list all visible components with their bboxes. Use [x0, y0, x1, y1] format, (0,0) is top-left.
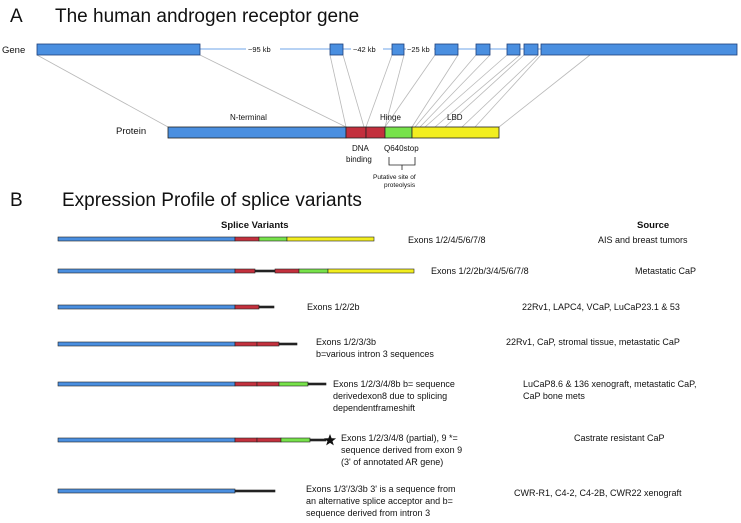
variant-3-source: 22Rv1, LAPC4, VCaP, LuCaP23.1 & 53: [522, 302, 680, 312]
variant-5-exons-1: Exons 1/2/3/4/8b b= sequence: [333, 379, 455, 389]
variant-1-exons: Exons 1/2/4/5/6/7/8: [408, 235, 486, 245]
hinge-label: Hinge: [380, 113, 401, 122]
exon-5: [475, 43, 491, 56]
variant-7-exons-1: Exons 1/3'/3/3b 3' is a sequence from: [306, 484, 456, 494]
variant-7-exons-3: sequence derived from intron 3: [306, 508, 430, 518]
domain-lbd: [411, 126, 500, 139]
intron-label-1: ~95 kb: [248, 45, 271, 54]
variant-5-exons-3: dependentframeshift: [333, 403, 416, 413]
intron-label-3: ~25 kb: [407, 45, 430, 54]
protein-label: Protein: [116, 126, 146, 137]
proteolysis-label-2: proteolysis: [384, 182, 416, 189]
variant-6-exons-2: sequence derived from exon 9: [341, 445, 462, 455]
proteolysis-label-1: Putative site of: [373, 174, 416, 181]
exon-7: [523, 43, 539, 56]
exon-6: [506, 43, 521, 56]
domain-hinge: [384, 126, 413, 139]
variant-6-exons-3: (3' of annotated AR gene): [341, 457, 443, 467]
n-terminal-label: N-terminal: [230, 113, 267, 122]
domain-n-terminal: [167, 126, 347, 139]
variant-3-bar: [57, 304, 275, 310]
exon-9-star-icon: [323, 434, 337, 446]
domain-dna-binding-b: [365, 126, 386, 139]
variant-6-source: Castrate resistant CaP: [574, 433, 665, 443]
variant-7-bar: [57, 488, 276, 494]
dna-binding-label-2: binding: [346, 155, 372, 164]
exon-3: [391, 43, 405, 56]
variant-3-exons: Exons 1/2/2b: [307, 302, 360, 312]
panel-b-letter: B: [10, 190, 23, 211]
variant-2-bar: [57, 268, 415, 274]
variant-5-source-2: CaP bone mets: [523, 391, 585, 401]
lbd-label: LBD: [447, 113, 463, 122]
variant-7-source: CWR-R1, C4-2, C4-2B, CWR22 xenograft: [514, 488, 682, 498]
exon-2: [329, 43, 344, 56]
exon-1: [36, 43, 201, 56]
variant-1-bar: [57, 236, 375, 242]
variant-7-exons-2: an alternative splice acceptor and b=: [306, 496, 453, 506]
variant-2-exons: Exons 1/2/2b/3/4/5/6/7/8: [431, 266, 529, 276]
splice-variants-header: Splice Variants: [221, 220, 289, 231]
exon-domain-connectors: [36, 54, 591, 128]
intron-label-2: ~42 kb: [353, 45, 376, 54]
gene-label: Gene: [2, 45, 25, 56]
variant-5-source-1: LuCaP8.6 & 136 xenograft, metastatic CaP…: [523, 379, 696, 389]
gene-exons: [36, 43, 738, 56]
source-header: Source: [637, 220, 669, 231]
domain-dna-binding-a: [345, 126, 367, 139]
exon-4: [434, 43, 459, 56]
panel-a-letter: A: [10, 6, 23, 27]
variant-4-exons-2: b=various intron 3 sequences: [316, 349, 434, 359]
panel-a-title: The human androgen receptor gene: [55, 6, 359, 27]
variant-6-bar: [57, 437, 327, 443]
variant-2-source: Metastatic CaP: [635, 266, 696, 276]
variant-4-exons-1: Exons 1/2/3/3b: [316, 337, 376, 347]
mutation-label: Q640stop: [384, 144, 419, 153]
variant-5-bar: [57, 381, 327, 387]
variant-6-exons-1: Exons 1/2/3/4/8 (partial), 9 *=: [341, 433, 458, 443]
protein-bar: [167, 126, 500, 139]
variant-4-source: 22Rv1, CaP, stromal tissue, metastatic C…: [506, 337, 680, 347]
exon-8: [540, 43, 738, 56]
variant-4-bar: [57, 341, 298, 347]
variant-5-exons-2: derivedexon8 due to splicing: [333, 391, 447, 401]
panel-b-title: Expression Profile of splice variants: [62, 190, 362, 211]
dna-binding-label-1: DNA: [352, 144, 370, 153]
variant-1-source: AIS and breast tumors: [598, 235, 688, 245]
proteolysis-bracket: [388, 157, 416, 170]
